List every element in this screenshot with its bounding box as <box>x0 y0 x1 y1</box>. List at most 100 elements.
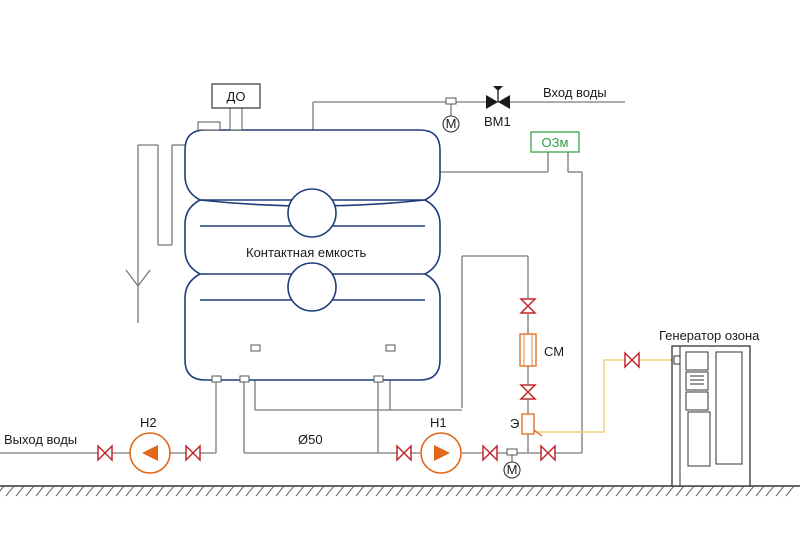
valve-bottom-right[interactable] <box>540 444 556 462</box>
ground-hatch <box>115 485 125 497</box>
ground-hatch <box>495 485 505 497</box>
valve-cm-bottom[interactable] <box>519 384 537 400</box>
ground-hatch <box>285 485 295 497</box>
ground-hatch <box>745 485 755 497</box>
ozone-generator <box>671 345 751 487</box>
ground-hatch <box>535 485 545 497</box>
valve-pump-h1-out[interactable] <box>482 444 498 462</box>
ground-hatch <box>5 485 15 497</box>
ground-hatch <box>545 485 555 497</box>
ground-hatch <box>45 485 55 497</box>
ground-hatch <box>195 485 205 497</box>
ground-hatch <box>515 485 525 497</box>
ground-hatch <box>385 485 395 497</box>
contact-tank <box>184 107 441 383</box>
ground-hatch <box>315 485 325 497</box>
gauge-top-label: М <box>446 116 457 131</box>
ground-hatch <box>325 485 335 497</box>
ground-hatch <box>655 485 665 497</box>
ground-hatch <box>305 485 315 497</box>
ground-hatch <box>475 485 485 497</box>
ground-hatch <box>445 485 455 497</box>
ground-hatch <box>735 485 745 497</box>
valve-cm-top[interactable] <box>519 298 537 314</box>
ground-hatch <box>185 485 195 497</box>
d50-label: Ø50 <box>298 432 323 447</box>
e-label: Э <box>510 416 519 431</box>
water-out-label: Выход воды <box>4 432 77 447</box>
water-in-label: Вход воды <box>543 85 607 100</box>
ground-hatch <box>135 485 145 497</box>
gauge-bottom-label: М <box>507 462 518 477</box>
ground-hatch <box>585 485 595 497</box>
pump-h1[interactable] <box>420 432 462 474</box>
valve-pump-h1-in[interactable] <box>396 444 412 462</box>
ground-hatch <box>355 485 365 497</box>
ground-hatch <box>755 485 765 497</box>
ground-hatch <box>75 485 85 497</box>
ground-hatch <box>715 485 725 497</box>
ground-hatch <box>395 485 405 497</box>
ground-hatch <box>25 485 35 497</box>
ground-hatch <box>785 485 795 497</box>
ground-hatch <box>0 485 5 492</box>
ground-hatch <box>215 485 225 497</box>
ground-hatch <box>65 485 75 497</box>
valve-outlet-1[interactable] <box>97 444 113 462</box>
do-box: ДО <box>211 83 261 109</box>
ground-hatch <box>725 485 735 497</box>
ground-hatch <box>145 485 155 497</box>
ground-hatch <box>105 485 115 497</box>
ground-hatch <box>95 485 105 497</box>
ground-hatch <box>425 485 435 497</box>
valves <box>97 298 640 462</box>
ground-hatch <box>275 485 285 497</box>
ground-hatch <box>635 485 645 497</box>
ground-hatch <box>775 485 785 497</box>
valve-ozone[interactable] <box>624 351 640 369</box>
ground-hatch <box>265 485 275 497</box>
ground-hatch <box>225 485 235 497</box>
gauge-bottom: М <box>503 448 521 479</box>
ground-hatch <box>365 485 375 497</box>
ground-hatch <box>125 485 135 497</box>
ozone-line <box>535 359 680 433</box>
vm1-valve[interactable] <box>486 86 510 109</box>
ground-hatch <box>455 485 465 497</box>
ground-hatch <box>615 485 625 497</box>
ground-hatch <box>245 485 255 497</box>
ground-hatch <box>175 485 185 497</box>
ground-hatch <box>485 485 495 497</box>
ground-hatch <box>155 485 165 497</box>
ejector <box>521 413 543 437</box>
ground-hatch <box>35 485 45 497</box>
ground-hatch <box>555 485 565 497</box>
ground-hatch <box>605 485 615 497</box>
cm-label: СМ <box>544 344 564 359</box>
cm-mixer <box>519 333 537 367</box>
ground-hatch <box>205 485 215 497</box>
n1-label: Н1 <box>430 415 447 430</box>
ground-hatch <box>415 485 425 497</box>
pipes <box>0 101 625 462</box>
ground-hatch <box>405 485 415 497</box>
ground-hatch <box>435 485 445 497</box>
ground-hatch <box>765 485 775 497</box>
ground-hatch <box>505 485 515 497</box>
pump-h2[interactable] <box>129 432 171 474</box>
ground-hatch <box>165 485 175 497</box>
do-label: ДО <box>227 89 246 104</box>
gauge-top: М <box>442 97 460 133</box>
tank-label: Контактная емкость <box>246 245 367 260</box>
ground-hatch <box>465 485 475 497</box>
valve-outlet-2[interactable] <box>185 444 201 462</box>
ozm-box: ОЗм <box>530 131 580 153</box>
ground-hatch <box>705 485 715 497</box>
ozone-gen-label: Генератор озона <box>659 328 760 343</box>
ground-hatch <box>335 485 345 497</box>
ground <box>0 485 800 497</box>
ozm-label: ОЗм <box>542 135 569 150</box>
n2-label: Н2 <box>140 415 157 430</box>
